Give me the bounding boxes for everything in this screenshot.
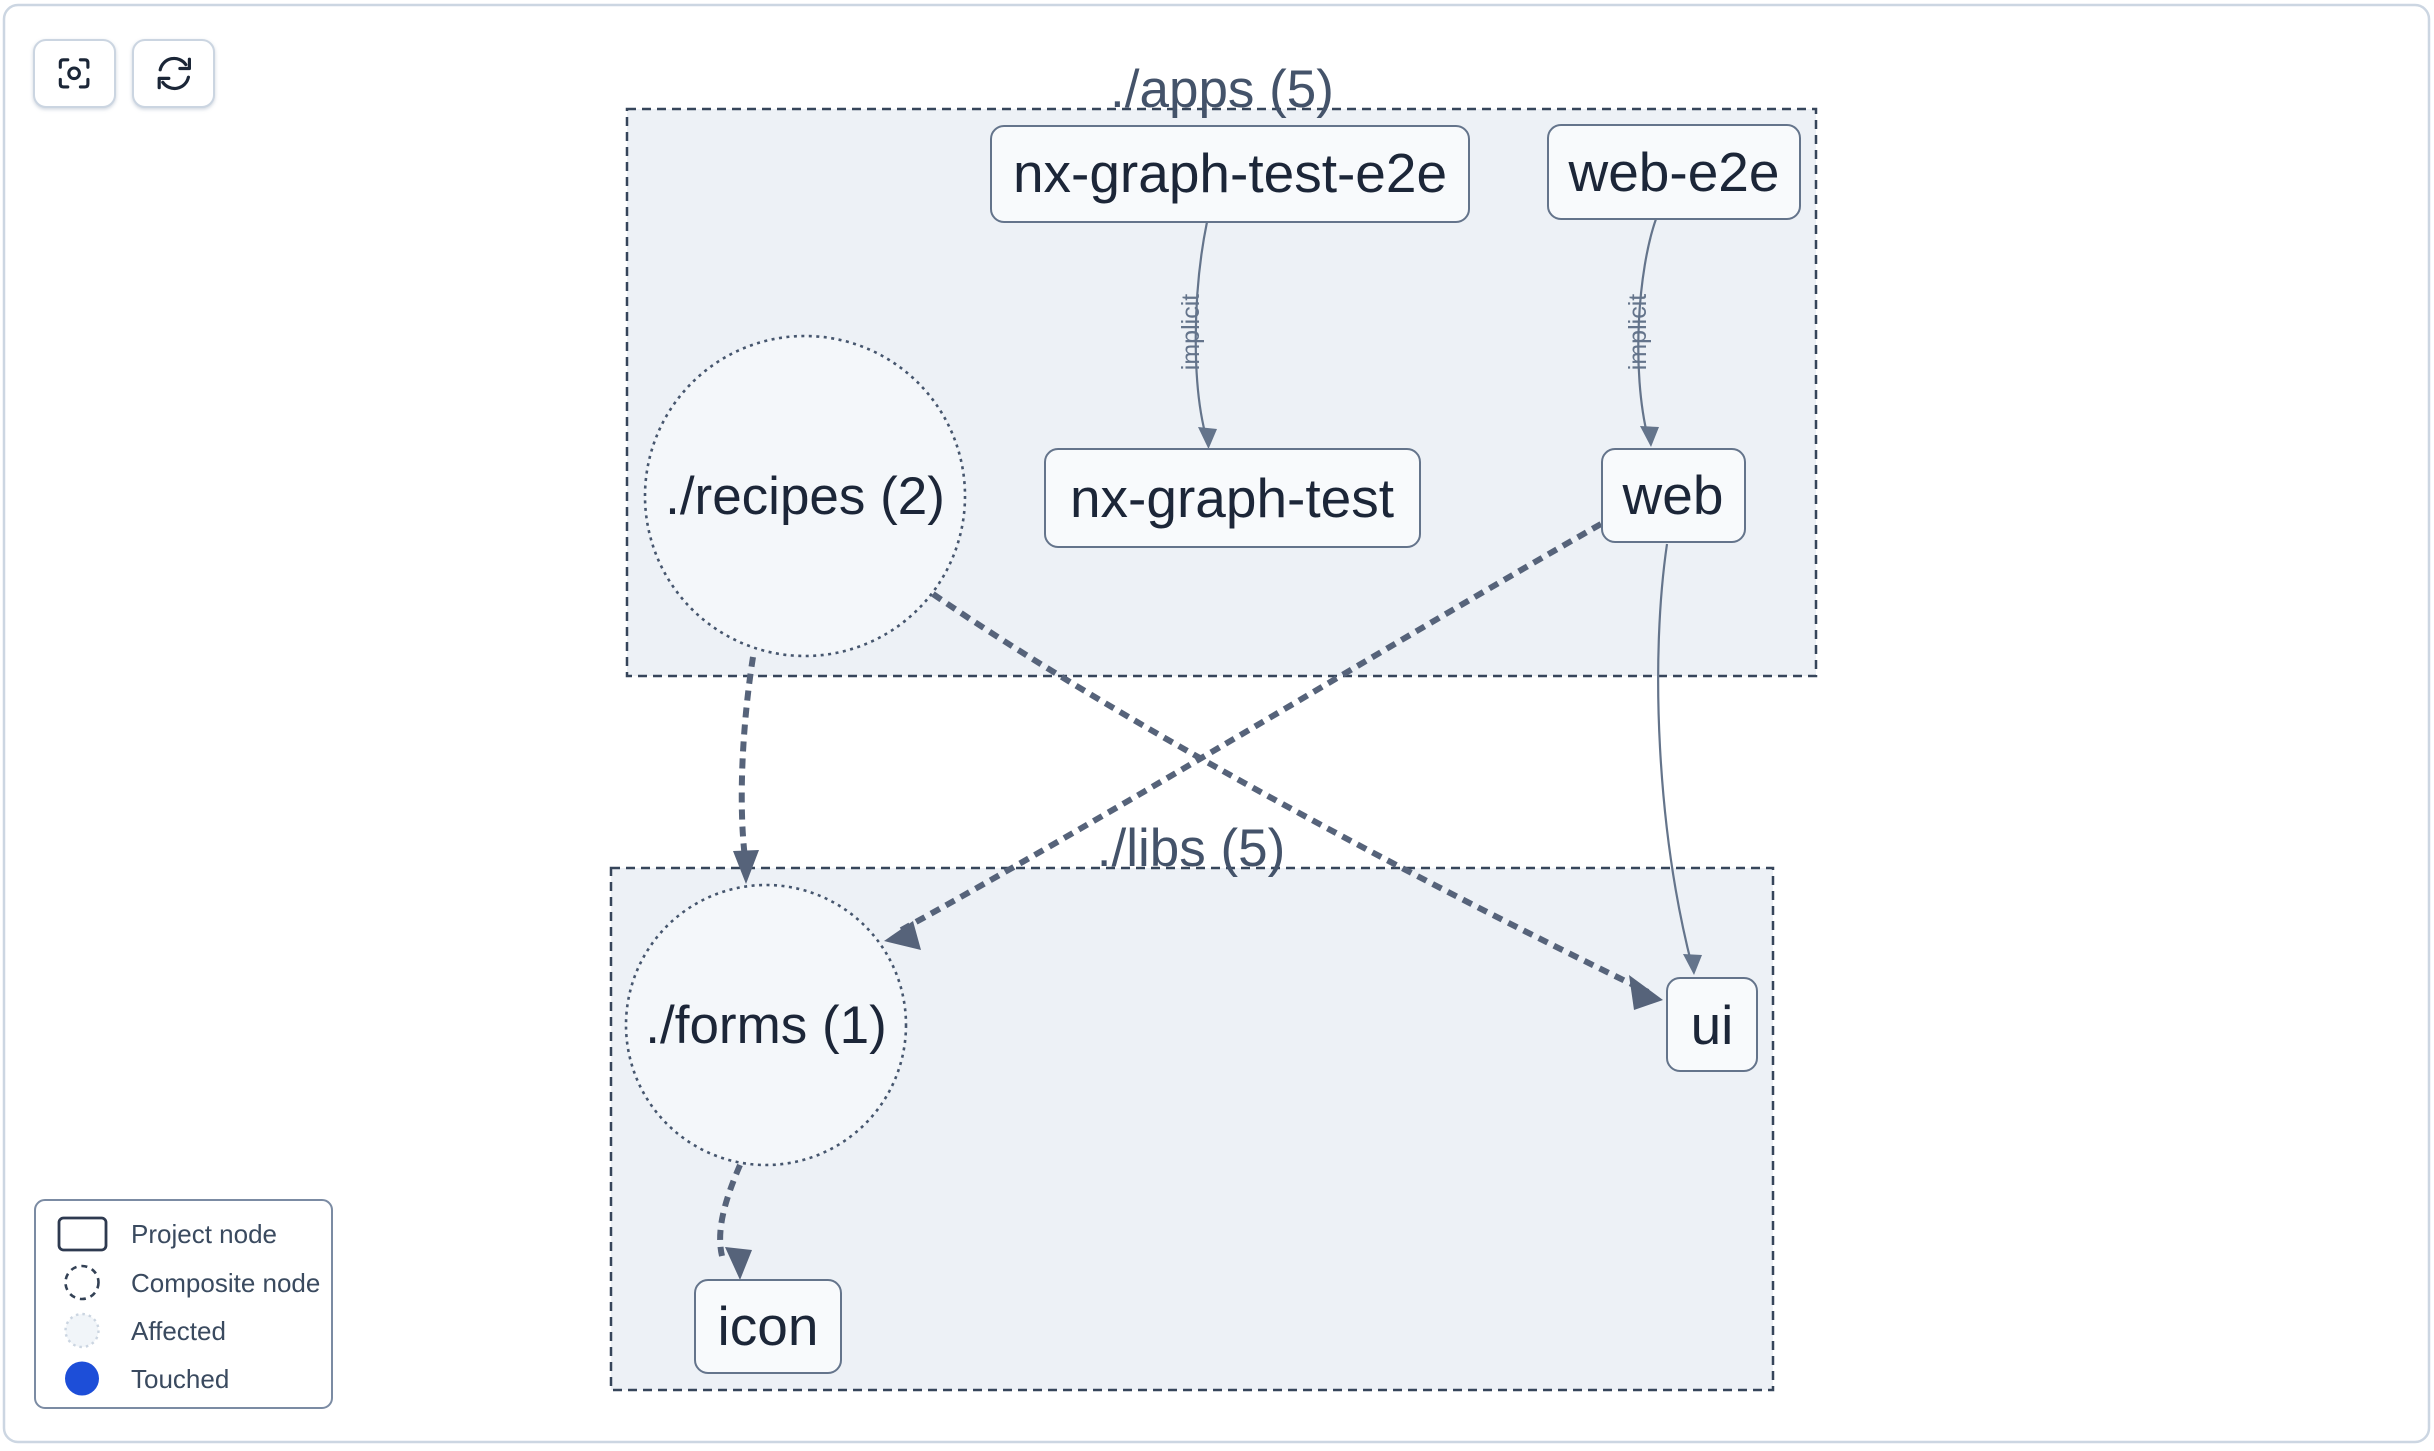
svg-text:implicit: implicit <box>1624 294 1652 370</box>
svg-text:Affected: Affected <box>131 1316 226 1346</box>
svg-text:./libs (5): ./libs (5) <box>1097 819 1285 878</box>
svg-text:./apps (5): ./apps (5) <box>1110 60 1334 119</box>
svg-text:web: web <box>1622 464 1724 526</box>
svg-text:nx-graph-test-e2e: nx-graph-test-e2e <box>1013 142 1447 204</box>
svg-text:./forms (1): ./forms (1) <box>645 996 886 1055</box>
svg-text:Composite node: Composite node <box>131 1268 320 1298</box>
svg-text:web-e2e: web-e2e <box>1568 141 1780 203</box>
svg-text:Project node: Project node <box>131 1219 277 1249</box>
svg-text:./recipes (2): ./recipes (2) <box>665 467 945 526</box>
svg-text:ui: ui <box>1691 994 1734 1056</box>
svg-text:nx-graph-test: nx-graph-test <box>1070 467 1394 529</box>
svg-text:icon: icon <box>718 1295 819 1357</box>
svg-text:implicit: implicit <box>1177 294 1205 370</box>
svg-text:Touched: Touched <box>131 1364 229 1394</box>
